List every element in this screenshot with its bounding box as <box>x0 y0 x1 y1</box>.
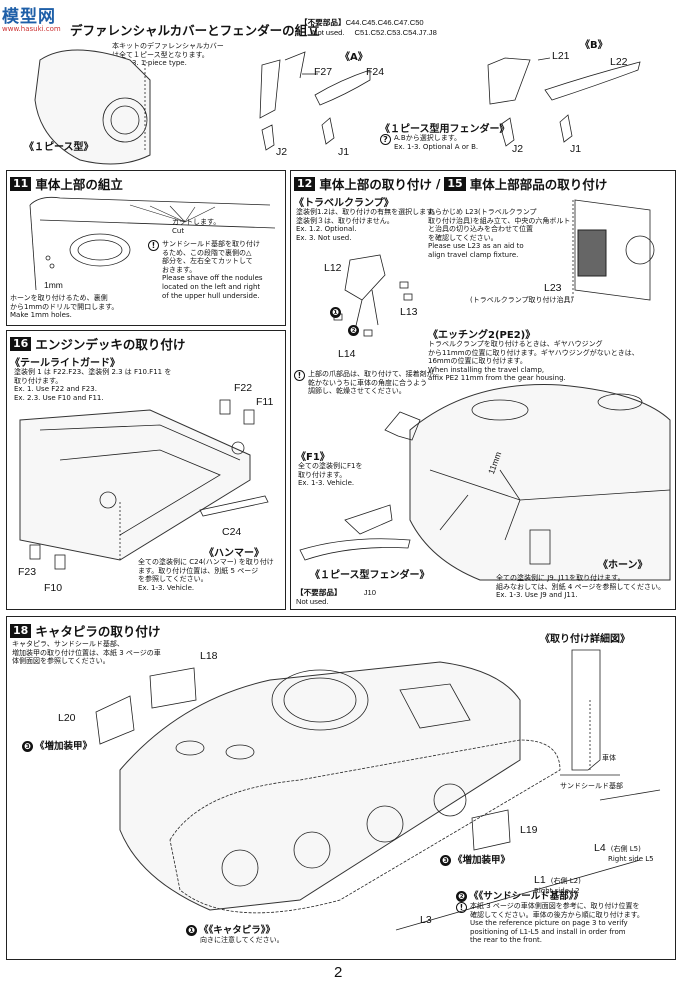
sand-note: ! 本紙 3 ページの車体側面図を参考に、取り付け位置を 確認してください。車体… <box>456 902 644 945</box>
part-l18: L18 <box>200 650 218 662</box>
track-note: 向きに注意してください。 <box>200 936 284 944</box>
part-j2-a: J2 <box>276 146 288 158</box>
part-l4-en: Right side L5 <box>608 855 654 863</box>
hammer-note: 全ての塗装例に C24(ハンマー) を取り付け ます。取り付け位置は、別紙 5 … <box>138 558 274 592</box>
f1-title: 《F1》 <box>296 452 330 463</box>
jig-caption: (トラベルクランプ取り付け治具) <box>470 296 574 304</box>
part-l20: L20 <box>58 712 76 724</box>
fender-option-note: ? A.Bから選択します。 Ex. 1-3. Optional A or B. <box>380 134 478 151</box>
part-l21: L21 <box>552 50 570 62</box>
step11-mm-label: 1mm <box>44 280 63 290</box>
part-l1-group: L1 (右側 L2) Right side L2 <box>534 868 581 896</box>
f1-note: 全ての塗装例にF1を 取り付けます。 Ex. 1-3. Vehicle. <box>298 462 363 488</box>
warning-icon: ! <box>148 240 159 251</box>
part-f11: F11 <box>256 396 274 408</box>
step12-fender-caption: 《１ピース型フェンダー》 <box>310 570 430 581</box>
unneeded-line1: C44.C45.C46.C47.C50 <box>345 18 424 27</box>
horn-title: 《ホーン》 <box>598 560 648 571</box>
group-b-label: 《B》 <box>580 40 608 51</box>
step11-note-jp: サンドシールド基部を取り付け るため、この段階で裏側の△ 部分を、左右全てカット… <box>162 240 260 274</box>
warning-icon-sand: ! <box>456 902 467 913</box>
part-l3: L3 <box>420 914 432 926</box>
part-l22: L22 <box>610 56 628 68</box>
horn-note: 全ての塗装例に J9. J11を取り付けます。 組みなおしては、別紙 4 ページ… <box>496 574 665 600</box>
sand-note-jp: 本紙 3 ページの車体側面図を参考に、取り付け位置を 確認してください。車体の後… <box>470 902 644 919</box>
part-l19: L19 <box>520 824 538 836</box>
part-f27: F27 <box>314 66 333 78</box>
part-l1-en: Right side L2 <box>534 887 580 895</box>
part-j1-b: J1 <box>570 143 582 155</box>
group-a-label: 《A》 <box>340 52 368 63</box>
step-diff-title: デファレンシャルカバーとフェンダーの組立 <box>70 23 320 38</box>
step11-panel <box>6 170 286 326</box>
choice-icon: ? <box>380 134 391 145</box>
part-l4-group: L4 (右側 L5) Right side L5 <box>594 836 654 864</box>
step16-title: 16 エンジンデッキの取り付け <box>10 334 185 353</box>
diff-note: 本キットのデファレンシャルカバー は全て１ピース型となります。 Ex. 1-3.… <box>112 42 224 68</box>
etching-title: 《エッチング2(PE2)》 <box>428 330 536 341</box>
step12-15-title: 12 車体上部の取り付け / 15 車体上部部品の取り付け <box>294 174 607 193</box>
part-f23: F23 <box>18 566 37 578</box>
part-l1-right: (右側 L2) <box>550 877 581 885</box>
part-j2-b: J2 <box>512 143 524 155</box>
step18-title: 18 キャタピラの取り付け <box>10 621 160 640</box>
part-l4: L4 <box>594 842 606 854</box>
jig-note: あらかじめ L23(トラベルクランプ 取り付け治具)を組み立て、中央の六角ボルト… <box>428 208 571 259</box>
watermark-brand: 模型网 <box>2 7 56 27</box>
part-l23: L23 <box>544 282 562 294</box>
part-l13: L13 <box>400 306 418 318</box>
step12-number: 12 <box>294 176 316 191</box>
watermark-url: www.hasuki.com <box>2 25 61 33</box>
unneeded-line2: C51.C52.C53.C54.J7.J8 <box>354 27 437 37</box>
track-title: ❶《《キャタピラ》》 <box>186 922 275 936</box>
detail-hull: 車体 <box>602 754 616 762</box>
hammer-title: 《ハンマー》 <box>204 548 264 559</box>
tail-title: 《テールライトガード》 <box>10 358 120 369</box>
unneeded-parts-box: 【不要部品】C44.C45.C46.C47.C50 Not used. C51.C… <box>300 18 437 37</box>
part-l12: L12 <box>324 262 342 274</box>
part-l1: L1 <box>534 874 546 886</box>
unneeded-title: 【不要部品】 <box>300 18 346 27</box>
part-c24: C24 <box>222 526 242 538</box>
armor-b-label: ❸《増加装甲》 <box>440 852 510 866</box>
watermark: 模型网 www.hasuki.com <box>2 2 74 33</box>
one-piece-tag: 《１ピース型》 <box>24 142 94 153</box>
tail-note: 塗装例 1 は F22.F23、塗装例 2.3 は F10.F11 を 取り付け… <box>14 368 172 402</box>
step15-number: 15 <box>444 176 466 191</box>
page-number: 2 <box>334 964 343 981</box>
detail-sand: サンドシールド基部 <box>560 782 623 790</box>
part-l14: L14 <box>338 348 356 360</box>
step12-unneeded: 【不要部品】 J10 Not used. <box>296 588 376 606</box>
step18-number: 18 <box>10 623 32 638</box>
fender-caption: 《１ピース型用フェンダー》 <box>380 124 510 135</box>
glue-note: 上部の爪部品は、取り付けて、接着剤が 乾かないうちに車体の角度に合うよう 調節し… <box>308 370 434 396</box>
travel-clamp-title: 《トラベルクランプ》 <box>294 198 394 209</box>
marker-one-clamp: ❶ <box>330 300 343 319</box>
warning-icon-glue: ! <box>294 370 305 381</box>
part-f10: F10 <box>44 582 63 594</box>
step16-number: 16 <box>10 336 32 351</box>
sand-note-en: Use the reference picture on page 3 to v… <box>470 919 628 945</box>
armor-a-label: ❸《増加装甲》 <box>22 738 92 752</box>
detail-title: 《取り付け詳細図》 <box>540 634 630 645</box>
step18-intro: キャタピラ、サンドシールド基部、 増加装甲の取り付け位置は、本紙 3 ページの車… <box>12 640 161 666</box>
part-j1-a: J1 <box>338 146 350 158</box>
sand-title: ❷《《サンドシールド基部》》 <box>456 888 583 902</box>
fender-note: A.Bから選択します。 Ex. 1-3. Optional A or B. <box>394 134 479 151</box>
step11-hole-note: ホーンを取り付けるため、裏側 から1mmのドリルで開口します。 Make 1mm… <box>10 294 119 320</box>
step11-shave-note: ! サンドシールド基部を取り付け るため、この段階で裏側の△ 部分を、左右全てカ… <box>148 240 263 300</box>
marker-two-clamp: ❷ <box>348 318 361 337</box>
step11-cut-label: カットします。 Cut <box>172 218 221 235</box>
step11-number: 11 <box>10 176 32 191</box>
part-f22: F22 <box>234 382 253 394</box>
part-l4-right: (右側 L5) <box>610 845 641 853</box>
step11-note-en: Please shave off the nodules located on … <box>162 274 263 300</box>
part-f24: F24 <box>366 66 385 78</box>
travel-clamp-note: 塗装例1.2は、取り付けの有無を選択します。 塗装例３は、取り付けません。 Ex… <box>296 208 440 242</box>
step11-title: 11 車体上部の組立 <box>10 174 123 193</box>
unneeded-not-used: Not used. <box>312 27 345 37</box>
etching-note: トラベルクランプを取り付けるときは、ギヤハウジング から11mmの位置に取り付け… <box>428 340 639 383</box>
step12-glue-note: ! 上部の爪部品は、取り付けて、接着剤が 乾かないうちに車体の角度に合うよう 調… <box>294 370 434 396</box>
